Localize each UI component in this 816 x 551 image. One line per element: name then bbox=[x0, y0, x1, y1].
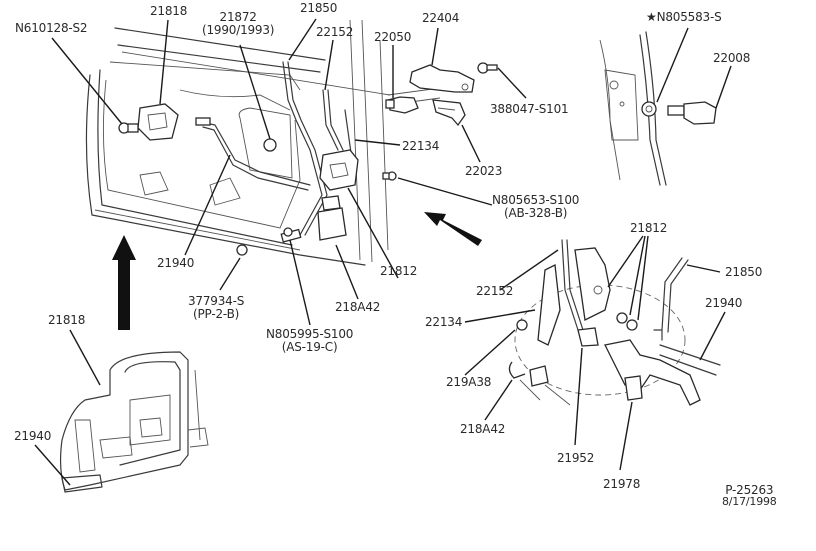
callout-377934-spec: (PP-2-B) bbox=[193, 307, 240, 321]
part-22050 bbox=[385, 96, 419, 114]
callout-21952: 21952 bbox=[557, 451, 595, 465]
callout-21872-number: 21872 bbox=[219, 10, 257, 24]
rod-21940 bbox=[199, 121, 311, 186]
callout-21818-bottom: 21818 bbox=[48, 313, 86, 327]
leader-lines bbox=[34, 18, 732, 486]
screw-n610128 bbox=[118, 122, 139, 134]
callout-21818-top: 21818 bbox=[150, 4, 188, 18]
bolt-388047 bbox=[477, 62, 498, 74]
handle-inset bbox=[59, 351, 209, 493]
callout-21978: 21978 bbox=[603, 477, 641, 491]
striker-inset bbox=[599, 31, 717, 186]
figure-code: P-25263 bbox=[725, 483, 774, 497]
callout-22050: 22050 bbox=[374, 30, 412, 44]
callout-21812-mid: 21812 bbox=[380, 264, 418, 278]
callout-219a38: 219A38 bbox=[446, 375, 492, 389]
callout-n805995-spec: (AS-19-C) bbox=[281, 340, 338, 354]
actuator-218a42 bbox=[317, 195, 347, 241]
callout-21872-years: (1990/1993) bbox=[202, 23, 275, 37]
callout-21872: 21872 (1990/1993) bbox=[202, 11, 274, 37]
callout-22134-top: 22134 bbox=[402, 139, 440, 153]
callout-22404: 22404 bbox=[422, 11, 460, 25]
callout-218a42-top: 218A42 bbox=[335, 300, 381, 314]
callout-n805583-s: ★N805583-S bbox=[646, 11, 722, 24]
callout-21850-top: 21850 bbox=[300, 1, 338, 15]
callout-218a42-bottom: 218A42 bbox=[460, 422, 506, 436]
latch-detail bbox=[508, 239, 721, 406]
callout-21940-right: 21940 bbox=[705, 296, 743, 310]
bracket-22404 bbox=[409, 64, 475, 93]
inside-handle bbox=[137, 103, 179, 141]
rod-clip bbox=[195, 117, 211, 126]
callout-21812-right: 21812 bbox=[630, 221, 668, 235]
callout-n805995-number: N805995-S100 bbox=[266, 327, 354, 341]
callout-21940-mid: 21940 bbox=[157, 256, 195, 270]
callout-n805653-number: N805653-S100 bbox=[492, 193, 580, 207]
callout-22152-top: 22152 bbox=[316, 25, 354, 39]
direction-arrow-up bbox=[112, 235, 136, 330]
callout-n805583-s-number: N805583-S bbox=[656, 10, 722, 24]
callout-n610128-s2: N610128-S2 bbox=[15, 21, 88, 35]
callout-21940-bottom: 21940 bbox=[14, 429, 52, 443]
callout-377934-s: 377934-S (PP-2-B) bbox=[188, 295, 244, 321]
figure-reference: P-25263 8/17/1998 bbox=[722, 484, 777, 508]
callout-n805995-s100: N805995-S100 (AS-19-C) bbox=[266, 328, 353, 354]
rod-22152 bbox=[322, 89, 339, 151]
rivet-21872 bbox=[263, 138, 277, 152]
callout-388047-s101: 388047-S101 bbox=[490, 102, 569, 116]
screw-n805653 bbox=[382, 171, 397, 181]
callout-22008: 22008 bbox=[713, 51, 751, 65]
direction-arrow-diagonal bbox=[424, 212, 482, 246]
figure-date: 8/17/1998 bbox=[722, 495, 777, 508]
callout-n805653-s100: N805653-S100 (AB-328-B) bbox=[492, 194, 579, 220]
rod-21850 bbox=[282, 61, 323, 236]
clip-377934 bbox=[236, 244, 248, 256]
latch-21812 bbox=[319, 149, 359, 191]
door-inner-panel bbox=[85, 19, 441, 266]
callout-22134-right: 22134 bbox=[425, 315, 463, 329]
callout-22023: 22023 bbox=[465, 164, 503, 178]
callout-21850-right: 21850 bbox=[725, 265, 763, 279]
callout-22152-right: 22152 bbox=[476, 284, 514, 298]
part-22023 bbox=[432, 99, 466, 127]
clip-n805995 bbox=[280, 227, 302, 243]
callout-377934-number: 377934-S bbox=[188, 294, 245, 308]
callout-n805653-spec: (AB-328-B) bbox=[504, 206, 568, 220]
star-icon: ★ bbox=[646, 10, 657, 24]
